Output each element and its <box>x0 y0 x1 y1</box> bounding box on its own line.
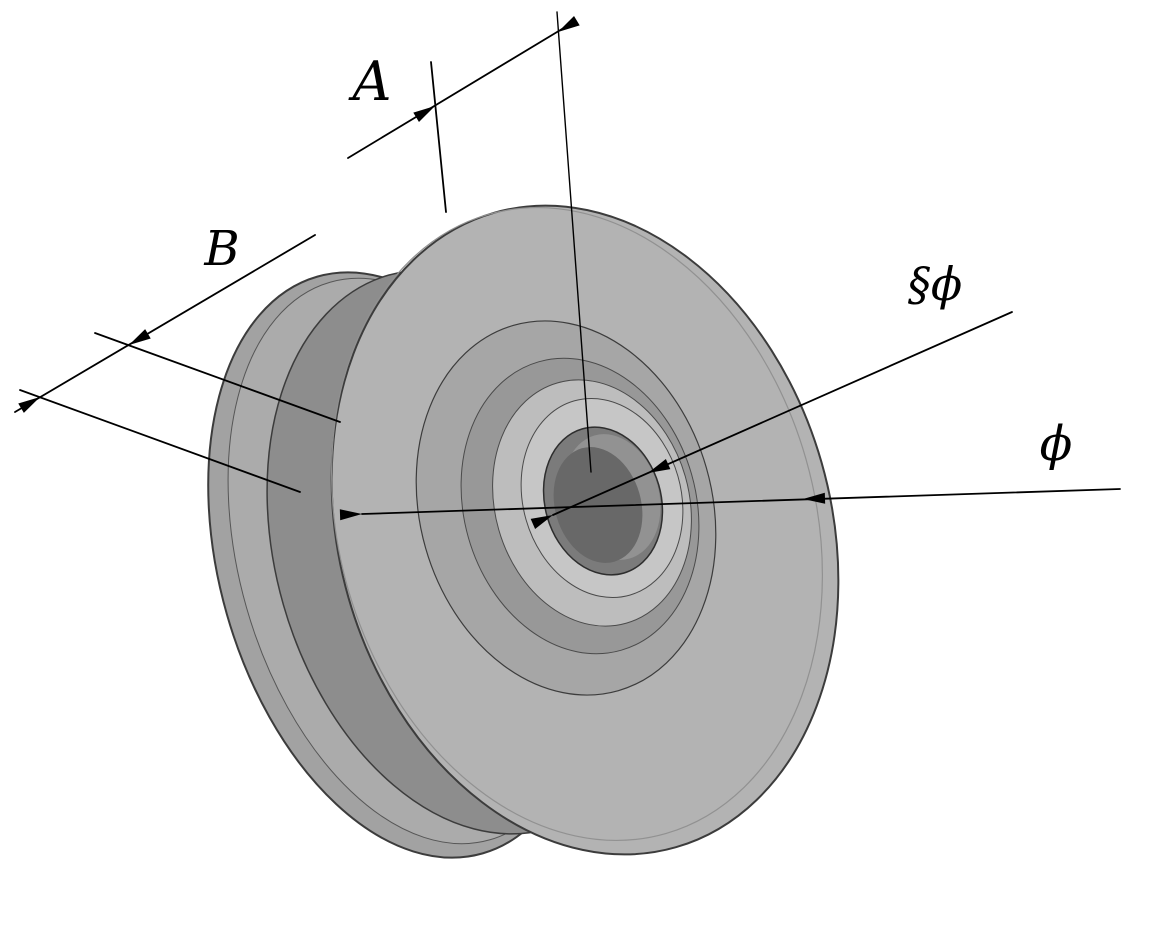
dim-bore-leader-line <box>552 311 1013 516</box>
dim-a-label: A <box>348 50 392 113</box>
dim-inner-diameter-label: §ϕ <box>908 257 962 311</box>
arrowhead <box>18 397 40 413</box>
arrowhead <box>558 15 580 32</box>
dim-a-extension-line-2 <box>556 11 592 473</box>
arrowhead <box>413 106 435 123</box>
dim-a-line <box>347 22 573 159</box>
front-flange-chamfer <box>331 206 823 842</box>
arrowhead <box>339 509 362 521</box>
dim-b-line <box>14 234 316 413</box>
dim-outer-diameter-label: ϕ <box>1040 416 1073 472</box>
arrowhead <box>129 329 151 345</box>
dim-outer-diameter-line <box>361 488 1121 515</box>
pulley-body <box>207 204 840 859</box>
bore-shadow <box>553 447 643 563</box>
dimensions <box>14 11 1121 529</box>
arrowhead <box>648 459 671 473</box>
dim-a-extension-line-1 <box>430 61 447 213</box>
dim-b-extension-line-2 <box>19 389 301 493</box>
arrowhead <box>803 492 826 504</box>
dim-b-label: B <box>203 221 239 277</box>
dim-b-extension-line-1 <box>94 332 341 423</box>
arrowhead <box>530 515 553 529</box>
